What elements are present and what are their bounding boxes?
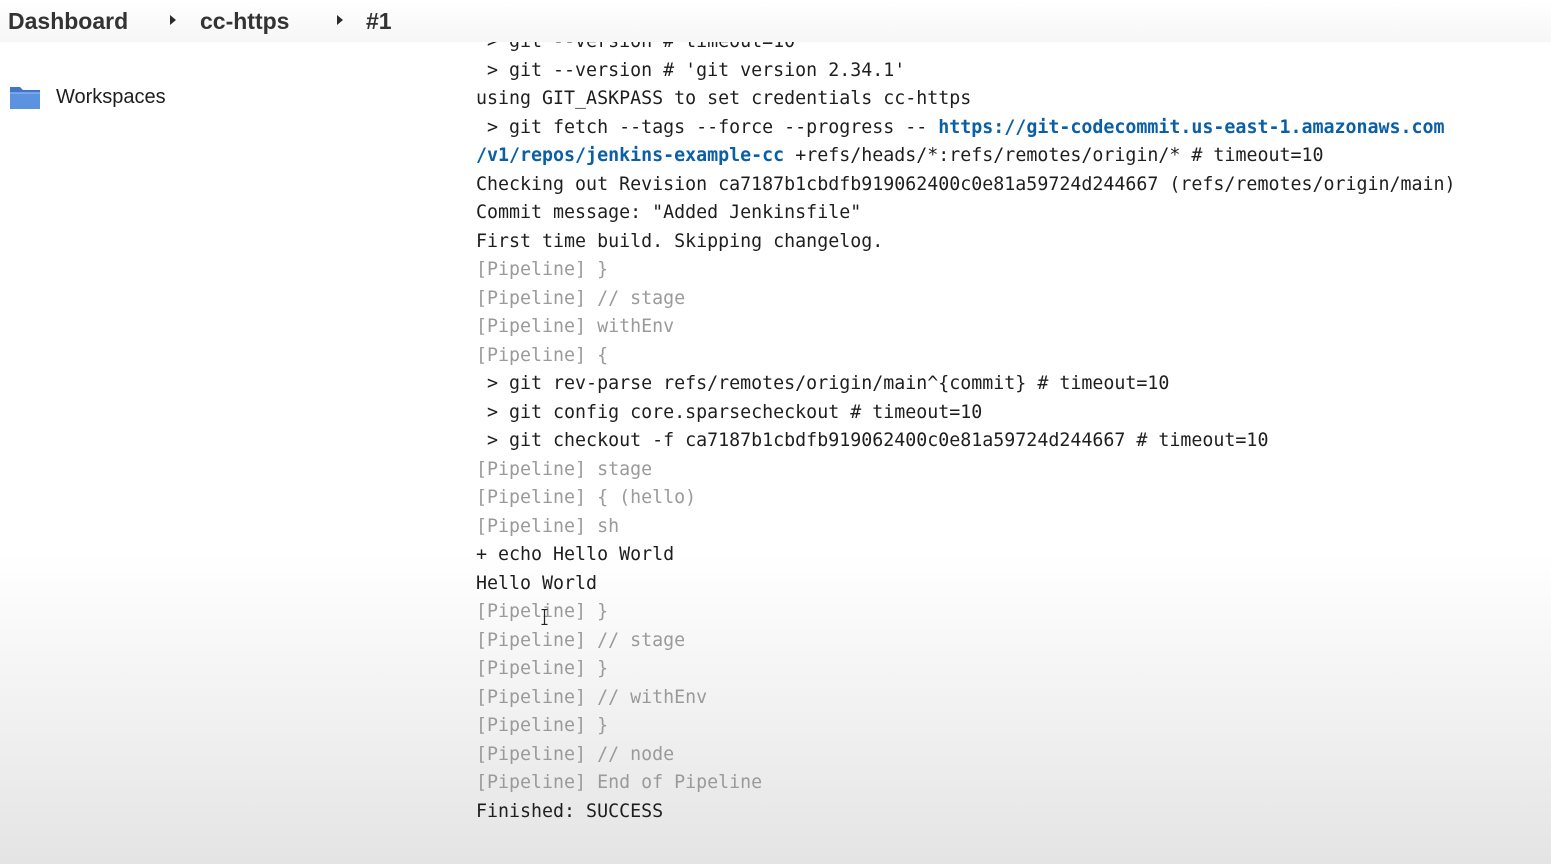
- folder-icon: [8, 82, 42, 112]
- console-line: [Pipeline] {: [476, 342, 1456, 371]
- sidebar-item-label: Workspaces: [56, 85, 166, 108]
- console-line-text: > git rev-parse refs/remotes/origin/main…: [476, 373, 1170, 394]
- console-line-text: Hello World: [476, 572, 598, 594]
- sidebar-item-workspaces[interactable]: Workspaces: [8, 80, 166, 114]
- console-line-text: using GIT_ASKPASS to set credentials cc-…: [476, 88, 972, 109]
- console-line: [Pipeline] // withEnv: [476, 684, 1456, 713]
- console-line-text: + echo Hello World: [476, 544, 675, 565]
- console-line-text: [Pipeline] }: [476, 715, 609, 736]
- console-line-text: +refs/heads/*:refs/remotes/origin/* # ti…: [784, 145, 1324, 166]
- breadcrumb-dashboard[interactable]: Dashboard: [8, 8, 129, 34]
- console-line-text: > git config core.sparsecheckout # timeo…: [476, 401, 983, 423]
- console-line: > git checkout -f ca7187b1cbdfb919062400…: [476, 427, 1456, 456]
- console-line: > git --version # 'git version 2.34.1': [476, 57, 1456, 86]
- chevron-right-icon: [170, 15, 176, 25]
- console-line: [Pipeline] // stage: [476, 627, 1456, 656]
- chevron-right-icon: [337, 15, 343, 25]
- console-line: > git rev-parse refs/remotes/origin/main…: [476, 370, 1456, 399]
- console-line-text: First time build. Skipping changelog.: [476, 230, 884, 252]
- console-line: Checking out Revision ca7187b1cbdfb91906…: [476, 171, 1456, 200]
- console-line-text: [Pipeline] sh: [476, 515, 620, 537]
- console-line: [Pipeline] sh: [476, 513, 1456, 542]
- console-line: [Pipeline] { (hello): [476, 484, 1456, 513]
- console-line-text: [Pipeline] // node: [476, 743, 675, 765]
- console-line: [Pipeline] // node: [476, 741, 1456, 770]
- console-line-text: Checking out Revision ca7187b1cbdfb91906…: [476, 173, 1456, 195]
- console-line-text: [Pipeline] stage: [476, 458, 653, 480]
- console-line-text: [Pipeline] // stage: [476, 287, 686, 309]
- console-line: [Pipeline] }: [476, 655, 1456, 684]
- console-line: Commit message: "Added Jenkinsfile": [476, 199, 1456, 228]
- repo-url-link[interactable]: https://git-codecommit.us-east-1.amazona…: [938, 116, 1445, 138]
- console-line: [Pipeline] stage: [476, 456, 1456, 485]
- console-line: > git config core.sparsecheckout # timeo…: [476, 399, 1456, 428]
- console-line-text: [Pipeline] // withEnv: [476, 686, 708, 708]
- console-line: Hello World: [476, 570, 1456, 599]
- console-line-text: [Pipeline] withEnv: [476, 316, 675, 337]
- console-line-text: [Pipeline] }: [476, 601, 609, 622]
- console-line-text: [Pipeline] {: [476, 344, 609, 366]
- console-line: [Pipeline] }: [476, 256, 1456, 285]
- console-line: > git fetch --tags --force --progress --…: [476, 114, 1456, 143]
- console-line: [Pipeline] End of Pipeline: [476, 769, 1456, 798]
- breadcrumb: Dashboard cc-https #1: [0, 0, 1551, 42]
- breadcrumb-build[interactable]: #1: [366, 8, 392, 34]
- console-line-text: [Pipeline] End of Pipeline: [476, 772, 763, 793]
- repo-path-link[interactable]: /v1/repos/jenkins-example-cc: [476, 145, 785, 166]
- console-line: First time build. Skipping changelog.: [476, 228, 1456, 257]
- console-line: [Pipeline] }: [476, 598, 1456, 627]
- console-line: [Pipeline] }: [476, 712, 1456, 741]
- console-line: + echo Hello World: [476, 541, 1456, 570]
- console-line: [Pipeline] withEnv: [476, 313, 1456, 342]
- console-line-text: Finished: SUCCESS: [476, 800, 664, 822]
- console-line: Finished: SUCCESS: [476, 798, 1456, 827]
- console-line: /v1/repos/jenkins-example-cc +refs/heads…: [476, 142, 1456, 171]
- breadcrumb-job[interactable]: cc-https: [200, 8, 290, 34]
- console-line-text: [Pipeline] }: [476, 259, 609, 280]
- console-line: [Pipeline] // stage: [476, 285, 1456, 314]
- console-line-text: [Pipeline] // stage: [476, 629, 686, 651]
- console-line-text: > git checkout -f ca7187b1cbdfb919062400…: [476, 430, 1269, 451]
- console-line: using GIT_ASKPASS to set credentials cc-…: [476, 85, 1456, 114]
- console-output: > git --version # timeout=10 > git --ver…: [476, 28, 1456, 826]
- console-line-text: [Pipeline] { (hello): [476, 487, 697, 508]
- console-line-text: Commit message: "Added Jenkinsfile": [476, 202, 862, 223]
- console-line-text: > git --version # 'git version 2.34.1': [476, 59, 906, 81]
- console-line-text: > git fetch --tags --force --progress --: [476, 116, 939, 138]
- console-line-text: [Pipeline] }: [476, 658, 609, 679]
